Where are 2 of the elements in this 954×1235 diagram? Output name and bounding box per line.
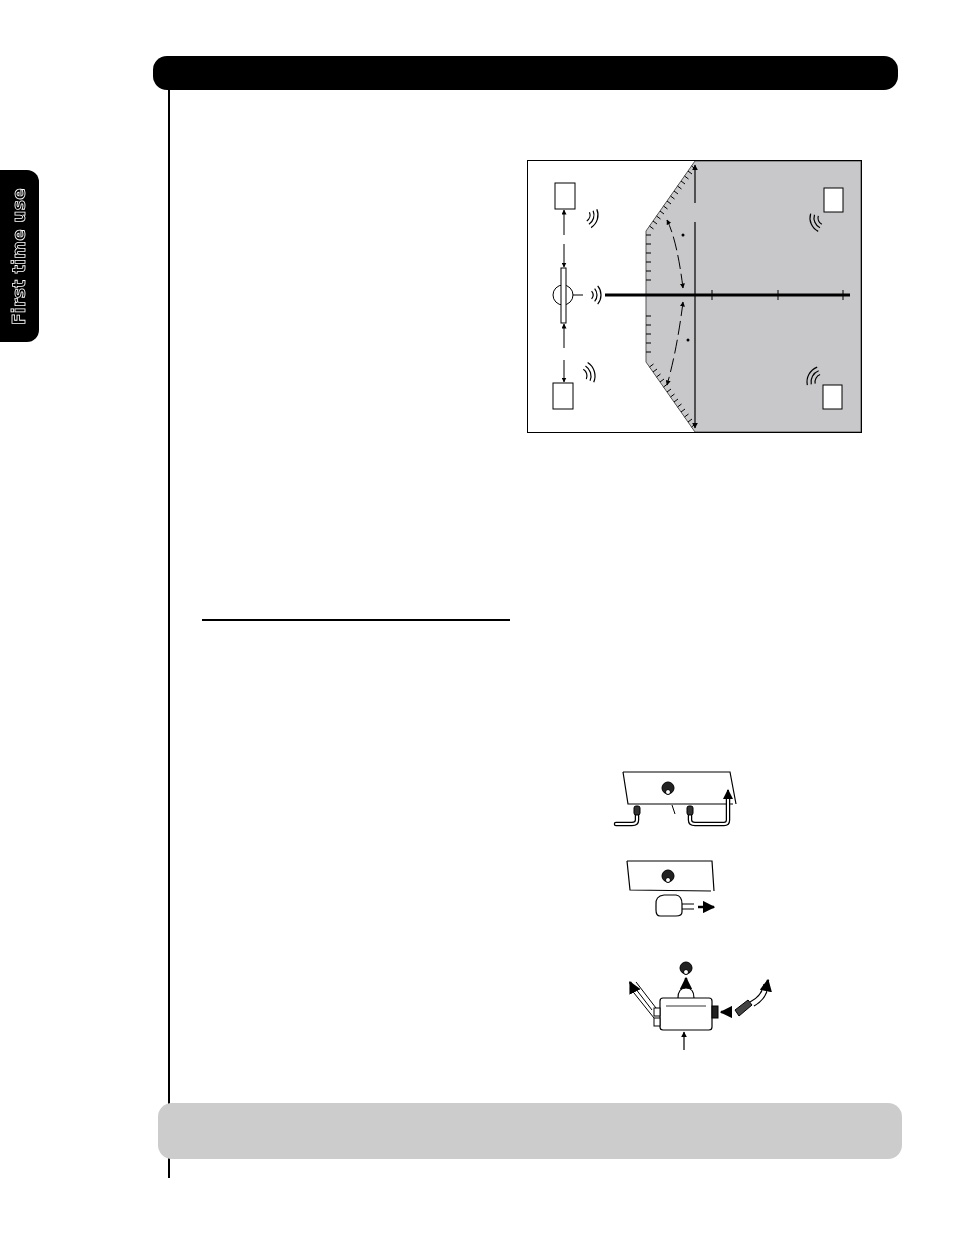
note-bar — [158, 1103, 902, 1159]
section-title: First time use — [9, 188, 29, 326]
